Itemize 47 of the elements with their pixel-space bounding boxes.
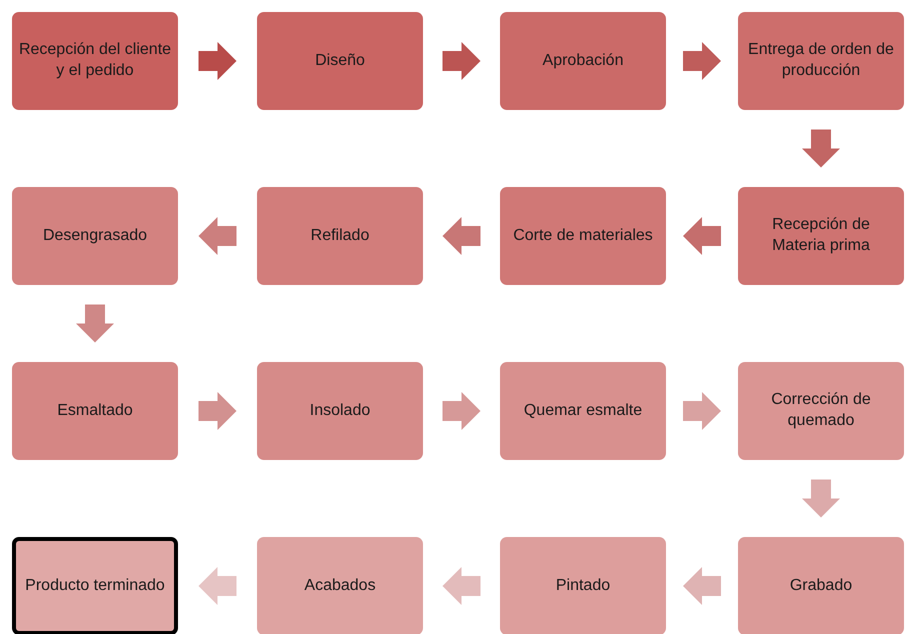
block-arrow — [683, 42, 721, 80]
block-arrow — [198, 567, 236, 605]
process-box — [500, 187, 666, 285]
process-box — [257, 362, 423, 460]
block-arrow — [683, 217, 721, 255]
process-box — [738, 362, 904, 460]
step-label: Pintado — [556, 576, 610, 596]
step-label: Esmaltado — [57, 400, 133, 421]
block-arrow — [442, 392, 480, 430]
block-arrow — [683, 392, 721, 430]
process-box — [500, 362, 666, 460]
process-box — [738, 537, 904, 634]
step-label: Refilado — [310, 226, 370, 246]
step-label: Recepción de Materia prima — [771, 215, 871, 256]
step-label: Recepción del cliente y el pedido — [18, 40, 172, 81]
block-arrow — [442, 217, 480, 255]
step-label: Producto terminado — [25, 576, 165, 596]
block-arrow — [442, 42, 480, 80]
step-label: Corte de materiales — [513, 226, 653, 246]
process-box — [738, 12, 904, 110]
step-label: Acabados — [304, 576, 376, 596]
process-box — [12, 537, 178, 634]
block-arrow — [802, 480, 840, 518]
step-label: Insolado — [310, 400, 370, 421]
process-box — [12, 362, 178, 460]
block-arrow — [442, 567, 480, 605]
block-arrow — [198, 42, 236, 80]
process-box — [257, 187, 423, 285]
step-label: Aprobación — [542, 50, 624, 71]
process-box — [257, 12, 423, 110]
step-label: Quemar esmalte — [524, 400, 642, 421]
step-label: Grabado — [790, 576, 852, 596]
step-label: Corrección de quemado — [770, 390, 872, 431]
process-box — [12, 187, 178, 285]
process-box — [500, 537, 666, 634]
process-box — [257, 537, 423, 634]
process-box — [12, 12, 178, 110]
block-arrow — [76, 304, 114, 342]
step-label: Desengrasado — [42, 226, 148, 246]
step-label: Entrega de orden de producción — [747, 40, 895, 81]
block-arrow — [683, 567, 721, 605]
block-arrow — [198, 392, 236, 430]
block-arrow — [802, 130, 840, 168]
step-label: Diseño — [315, 50, 365, 71]
block-arrow — [198, 217, 236, 255]
process-box — [738, 187, 904, 285]
process-box — [500, 12, 666, 110]
